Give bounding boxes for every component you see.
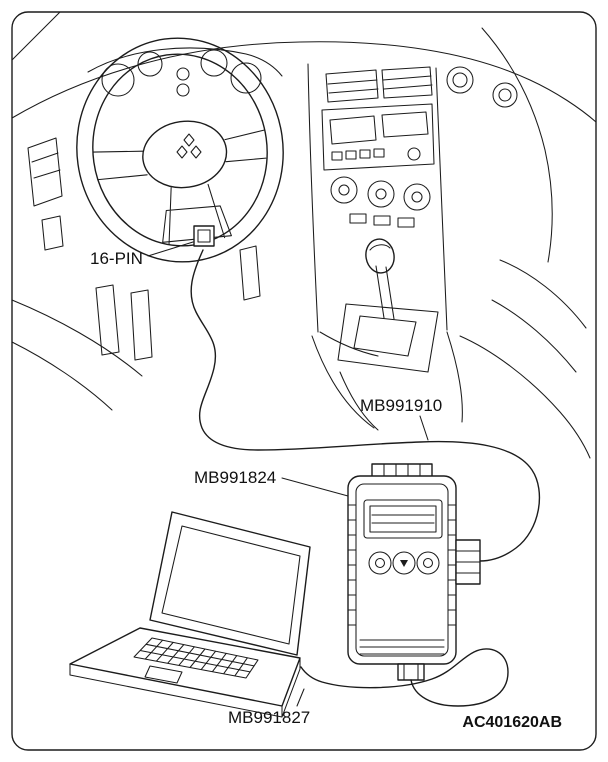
connector-leader-line [147, 241, 194, 257]
center-air-vents [325, 66, 433, 103]
shifter-plate [337, 265, 439, 373]
round-vent [492, 82, 518, 108]
left-dash-vents [27, 137, 64, 251]
vci-top-connector-ridges [383, 463, 421, 479]
center-stack-edges [307, 63, 448, 357]
label-mb991827: MB991827 [228, 708, 310, 727]
vci-button-right [416, 551, 440, 575]
vci-body-inner [355, 483, 449, 657]
vci-bottom-port [397, 663, 425, 681]
gauge-dial [101, 63, 135, 97]
vci-scan-tool [347, 463, 481, 681]
vci-button-right-glyph [422, 557, 434, 569]
vci-display-bezel [363, 499, 443, 539]
hvac-knob-center [411, 191, 423, 203]
steering-wheel-rim-inner [92, 53, 268, 247]
shifter-knob [365, 238, 395, 274]
round-vent [446, 66, 474, 94]
steering-wheel-spokes [92, 129, 267, 245]
cabin-background-lines [11, 11, 597, 459]
connector-body [193, 225, 215, 247]
laptop-lid [149, 511, 311, 656]
vci-side-grip-ridges [347, 504, 457, 626]
vci-button-middle [392, 551, 416, 575]
gear-shifter [337, 238, 439, 373]
hvac-knob-center [375, 188, 387, 200]
vci-display-lines [371, 514, 435, 524]
vci-display-screen [369, 505, 437, 533]
label-mb991824: MB991824 [194, 468, 276, 487]
steering-wheel [76, 37, 284, 263]
usb-cable-leader-line [296, 688, 305, 707]
hvac-knob [330, 176, 358, 204]
vci-bottom-hatch [359, 639, 445, 655]
laptop-base-side [69, 657, 301, 718]
steering-wheel-hub [142, 120, 228, 189]
mitsubishi-logo-icon [176, 133, 202, 159]
vci-button-middle-arrow-icon [400, 560, 408, 567]
laptop-screen [161, 525, 301, 645]
round-vent-inner [498, 88, 512, 102]
laptop-keyboard [133, 637, 259, 679]
shifter-knob-detail [369, 244, 391, 251]
hvac-knob-center [338, 184, 350, 196]
gauge-dial [230, 62, 262, 94]
usb-cable [300, 648, 509, 707]
gauge-dial [176, 67, 190, 81]
center-console-stack [307, 63, 448, 357]
vci-button-left-glyph [374, 557, 386, 569]
laptop-touchpad [144, 665, 183, 684]
connector-face [197, 229, 211, 243]
label-mb991910: MB991910 [360, 396, 442, 415]
gauge-dial [176, 83, 190, 97]
figure-border [11, 11, 597, 751]
laptop [69, 511, 311, 718]
vci-button-left [368, 551, 392, 575]
radio-knob [407, 147, 421, 161]
obd-16pin-connector [193, 225, 215, 247]
main-harness-cable [190, 249, 541, 562]
passenger-dash-vents [446, 66, 518, 108]
hvac-buttons [349, 213, 415, 228]
steering-column-stalks [95, 245, 261, 361]
round-vent-inner [452, 72, 468, 88]
figure-code: AC401620AB [462, 714, 562, 731]
hvac-knob [367, 180, 395, 208]
vci-leader-line [281, 477, 349, 497]
gauge-dial [200, 49, 228, 77]
hvac-knob [403, 183, 431, 211]
vci-side-port-ridges [455, 550, 481, 574]
label-16-pin: 16-PIN [90, 249, 143, 268]
main-harness-leader-line [419, 415, 429, 441]
steering-wheel-rim-outer [76, 37, 284, 263]
hvac-knobs [330, 176, 431, 211]
vci-bottom-port-ridges [403, 663, 419, 681]
radio-head-unit [321, 103, 435, 171]
